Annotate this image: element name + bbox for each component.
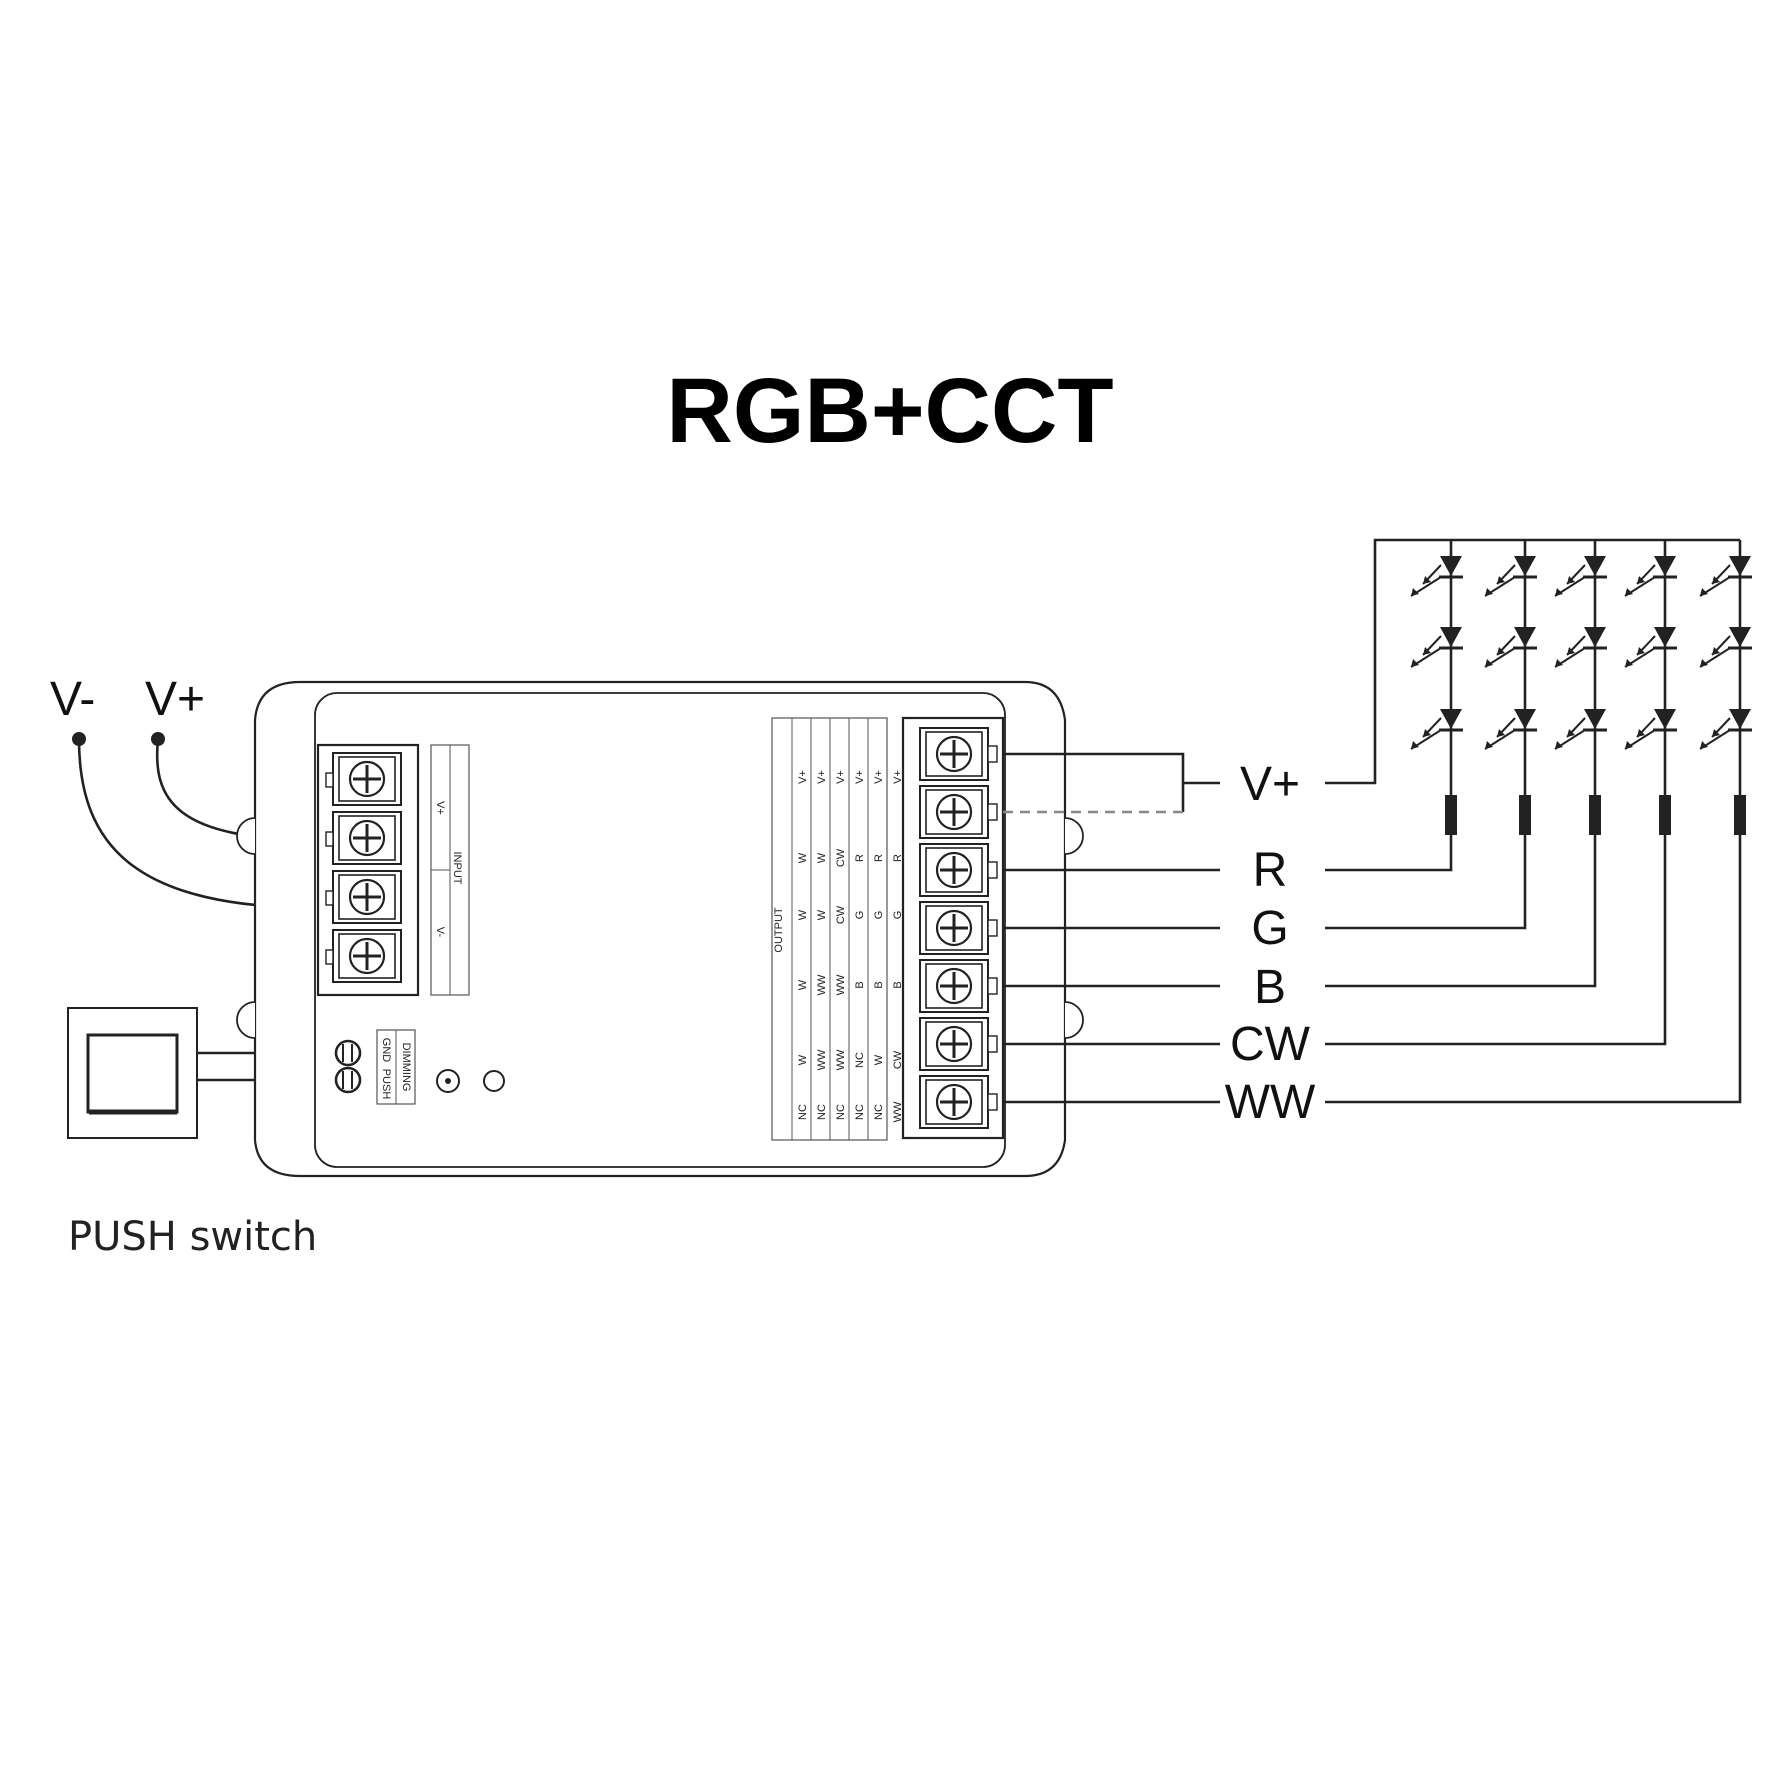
output-screw-terminal [919,959,989,1013]
controller-housing [236,680,1084,1178]
output-table-cell: W [816,852,828,863]
input-header: INPUT [451,852,463,885]
output-table-cell: NC [816,1104,828,1120]
input-terminal-block [316,743,420,997]
output-table-cell: V+ [873,770,885,784]
output-table-cell: V+ [835,770,847,784]
output-table-cell: WW [892,1101,904,1122]
input-v-plus-label: V+ [434,801,446,815]
dimming-header: DIMMING [400,1043,412,1092]
input-screw-terminal [332,811,402,865]
output-screw-terminal [919,785,989,839]
led-column [1325,540,1752,1104]
led-column [1325,540,1537,930]
output-screw-terminal [919,727,989,781]
v-plus-output-wire [1003,752,1185,812]
output-wire-label: CW [1230,1018,1311,1071]
output-wire-label: WW [1225,1076,1316,1129]
output-table-cell: CW [835,905,847,924]
output-table-cell: V+ [797,770,809,784]
output-table-cell: NC [854,1052,866,1068]
input-screw-terminal [332,929,402,983]
input-label-v-plus: V+ [145,673,205,726]
led-column [1325,540,1677,1046]
diagram-title: RGB+CCT [666,360,1113,462]
output-table-cell: CW [835,848,847,867]
input-label-panel: INPUT V+ V- [430,744,470,996]
output-table-cell: G [892,911,904,920]
output-table-cell: NC [835,1104,847,1120]
output-screw-terminal [919,1075,989,1129]
output-table-cell: CW [892,1050,904,1069]
input-screw-terminal [332,870,402,924]
output-table-cell: NC [797,1104,809,1120]
output-table-cell: B [854,981,866,988]
dimming-label-panel: DIMMING GND PUSH [376,1029,416,1105]
output-wire-label: G [1251,902,1288,955]
led-column [1325,540,1463,872]
output-table-cell: R [892,854,904,862]
output-table-cell: NC [873,1104,885,1120]
dimming-push-label: PUSH [380,1069,392,1100]
input-screw-terminal [332,752,402,806]
output-table-cell: W [797,852,809,863]
output-header: OUTPUT [773,907,785,953]
output-terminal-block [901,716,1005,1140]
output-table-cell: W [873,1054,885,1065]
output-mode-table: OUTPUT V+WWWWNCV+WWWWWWNCV+CWCWWWWWNCV+R… [771,717,904,1141]
output-table-cell: W [797,979,809,990]
output-table-cell: NC [854,1104,866,1120]
output-wire-label: B [1254,961,1286,1014]
output-table-cell: W [797,1054,809,1065]
output-table-cell: V+ [854,770,866,784]
led-strip [1325,538,1752,1104]
push-switch-label: PUSH switch [68,1214,317,1260]
output-table-cell: R [854,854,866,862]
output-table-cell: B [892,981,904,988]
output-table-cell: V+ [816,770,828,784]
output-table-cell: R [873,854,885,862]
input-label-v-minus: V- [50,673,95,726]
output-table-cell: G [854,911,866,920]
input-v-minus-label: V- [434,927,446,938]
output-screw-terminal [919,1017,989,1071]
output-wire-label: V+ [1240,758,1300,811]
output-table-cell: WW [835,974,847,995]
output-screw-terminal [919,901,989,955]
dimming-connector [334,1039,362,1094]
output-table-cell: WW [835,1049,847,1070]
push-switch [67,1007,198,1139]
output-table-cell: G [873,911,885,920]
output-table-cell: W [797,909,809,920]
output-table-cell: WW [816,1049,828,1070]
dimming-gnd-label: GND [380,1038,392,1063]
output-table-cell: WW [816,974,828,995]
led-column [1325,540,1607,988]
output-table-cell: B [873,981,885,988]
output-table-cell: W [816,909,828,920]
output-screw-terminal [919,843,989,897]
v-plus-bus [1325,538,1740,785]
program-button [483,1070,505,1092]
status-led [436,1069,460,1093]
output-table-cell: V+ [892,770,904,784]
output-wire-label: R [1253,844,1288,897]
